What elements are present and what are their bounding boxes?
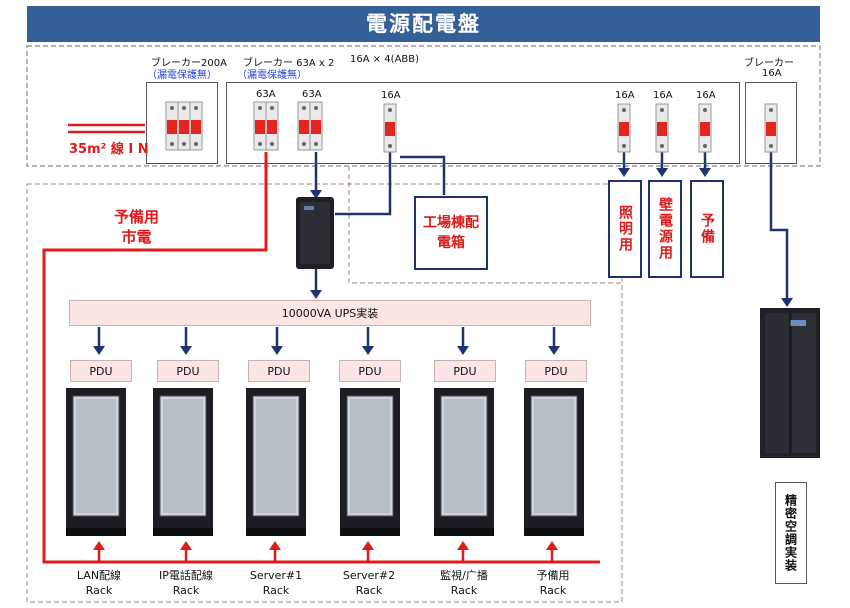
branch-breaker-box xyxy=(226,82,740,164)
rack-cabinet xyxy=(66,388,126,536)
main-breaker-note: （漏電保護無） xyxy=(147,70,217,81)
ups-unit xyxy=(296,197,334,269)
rack-cabinet xyxy=(524,388,584,536)
abb-breaker-label: 16A × 4(ABB) xyxy=(350,54,420,65)
rack-cabinet xyxy=(340,388,400,536)
pdu-box: PDU xyxy=(525,360,587,382)
ups-banner: 10000VA UPS実装 xyxy=(69,300,591,326)
input-cable-label: 35m² 線 I N xyxy=(69,142,149,157)
outlet-lighting: 照明用 xyxy=(608,180,642,278)
pdu-box: PDU xyxy=(339,360,401,382)
aircon-label: 精密空調実装 xyxy=(775,482,807,584)
pdu-box: PDU xyxy=(70,360,132,382)
panel-title: 電源配電盤 xyxy=(27,6,820,42)
main-breaker-box xyxy=(146,82,218,164)
breaker-rating: 16A xyxy=(696,90,716,101)
pdu-box: PDU xyxy=(248,360,310,382)
reserve-grid-label: 予備用 市電 xyxy=(114,208,160,246)
pdu-box: PDU xyxy=(434,360,496,382)
panel-frame xyxy=(26,45,821,167)
outlet-reserve: 予備 xyxy=(690,180,724,278)
air-conditioner-unit xyxy=(760,308,820,458)
group-breaker-note: （漏電保護無） xyxy=(237,70,307,81)
breaker-rating: 63A xyxy=(302,89,322,100)
rack-cabinet xyxy=(434,388,494,536)
rack-cabinet xyxy=(153,388,213,536)
rack-cabinet xyxy=(246,388,306,536)
factory-panel-label: 工場棟配電箱 xyxy=(423,215,479,251)
outlet-wall-power: 壁電源用 xyxy=(648,180,682,278)
rack-area-frame xyxy=(26,183,623,603)
breaker-rating: 16A xyxy=(653,90,673,101)
breaker-rating: 63A xyxy=(256,89,276,100)
breaker-rating: 16A xyxy=(381,90,401,101)
aircon-breaker-rating: 16A xyxy=(762,68,782,79)
main-breaker-label: ブレーカー200A xyxy=(151,58,227,69)
breaker-rating: 16A xyxy=(615,90,635,101)
aircon-breaker-box xyxy=(745,82,797,164)
factory-panel-box: 工場棟配電箱 xyxy=(414,196,488,270)
pdu-box: PDU xyxy=(157,360,219,382)
aircon-breaker-label: ブレーカー xyxy=(744,58,794,69)
group-breaker-label: ブレーカー 63A x 2 xyxy=(243,58,335,69)
reserve-grid-line xyxy=(42,152,600,564)
